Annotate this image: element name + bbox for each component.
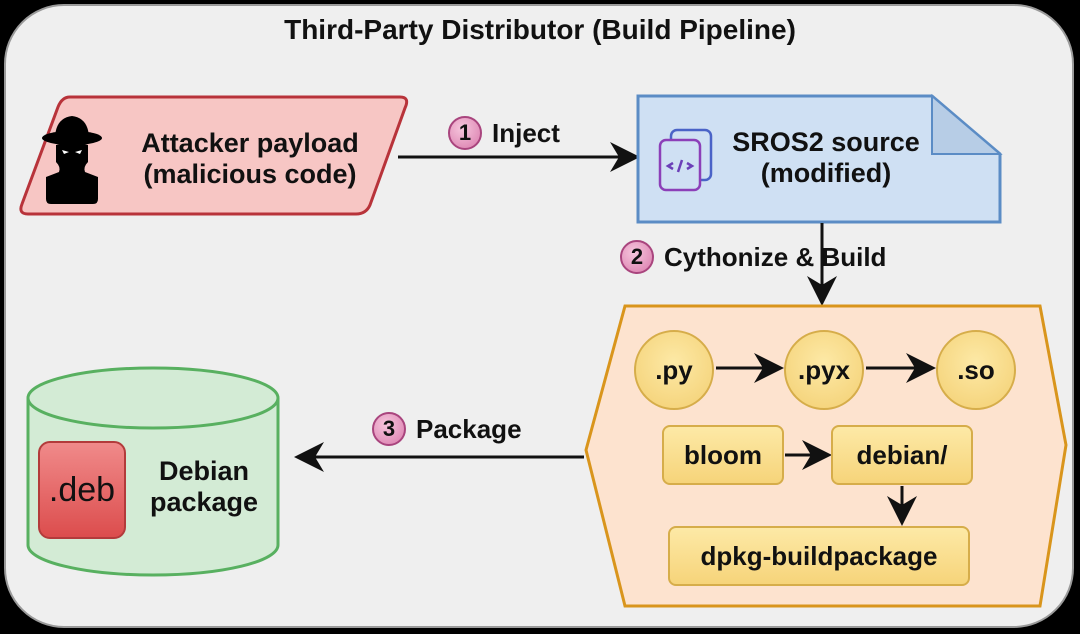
step-badge: 3 <box>372 412 406 446</box>
step-badge: 1 <box>448 116 482 150</box>
source-label: SROS2 source (modified) <box>716 127 936 189</box>
step-label: Package <box>416 413 522 444</box>
tool-dpkg-buildpackage: dpkg-buildpackage <box>668 526 970 586</box>
source-line2: (modified) <box>760 158 892 189</box>
file-pyx: .pyx <box>784 330 864 410</box>
step-badge: 2 <box>620 240 654 274</box>
package-label: Debian package <box>134 456 274 518</box>
file-py: .py <box>634 330 714 410</box>
package-line2: package <box>149 487 259 518</box>
code-files-icon <box>658 128 713 192</box>
step-label: Cythonize & Build <box>664 241 887 272</box>
source-node-shape <box>636 94 1002 224</box>
attacker-line2: (malicious code) <box>143 159 357 190</box>
attacker-line1: Attacker payload <box>141 128 359 158</box>
cylinder-top <box>26 366 280 430</box>
attacker-node-shape <box>19 95 409 216</box>
source-line1: SROS2 source <box>732 127 920 157</box>
tool-bloom: bloom <box>662 425 784 485</box>
step-cythonize: 2 Cythonize & Build <box>620 240 886 274</box>
package-line1: Debian <box>158 456 250 486</box>
tool-debian: debian/ <box>831 425 973 485</box>
spy-icon <box>42 116 102 204</box>
step-inject: 1 Inject <box>448 116 560 150</box>
file-so: .so <box>936 330 1016 410</box>
diagram-title: Third-Party Distributor (Build Pipeline) <box>284 14 796 45</box>
step-package: 3 Package <box>372 412 522 446</box>
attacker-label: Attacker payload (malicious code) <box>120 128 380 190</box>
folded-corner <box>931 93 1003 155</box>
step-label: Inject <box>492 117 560 148</box>
deb-badge: .deb <box>38 441 126 539</box>
